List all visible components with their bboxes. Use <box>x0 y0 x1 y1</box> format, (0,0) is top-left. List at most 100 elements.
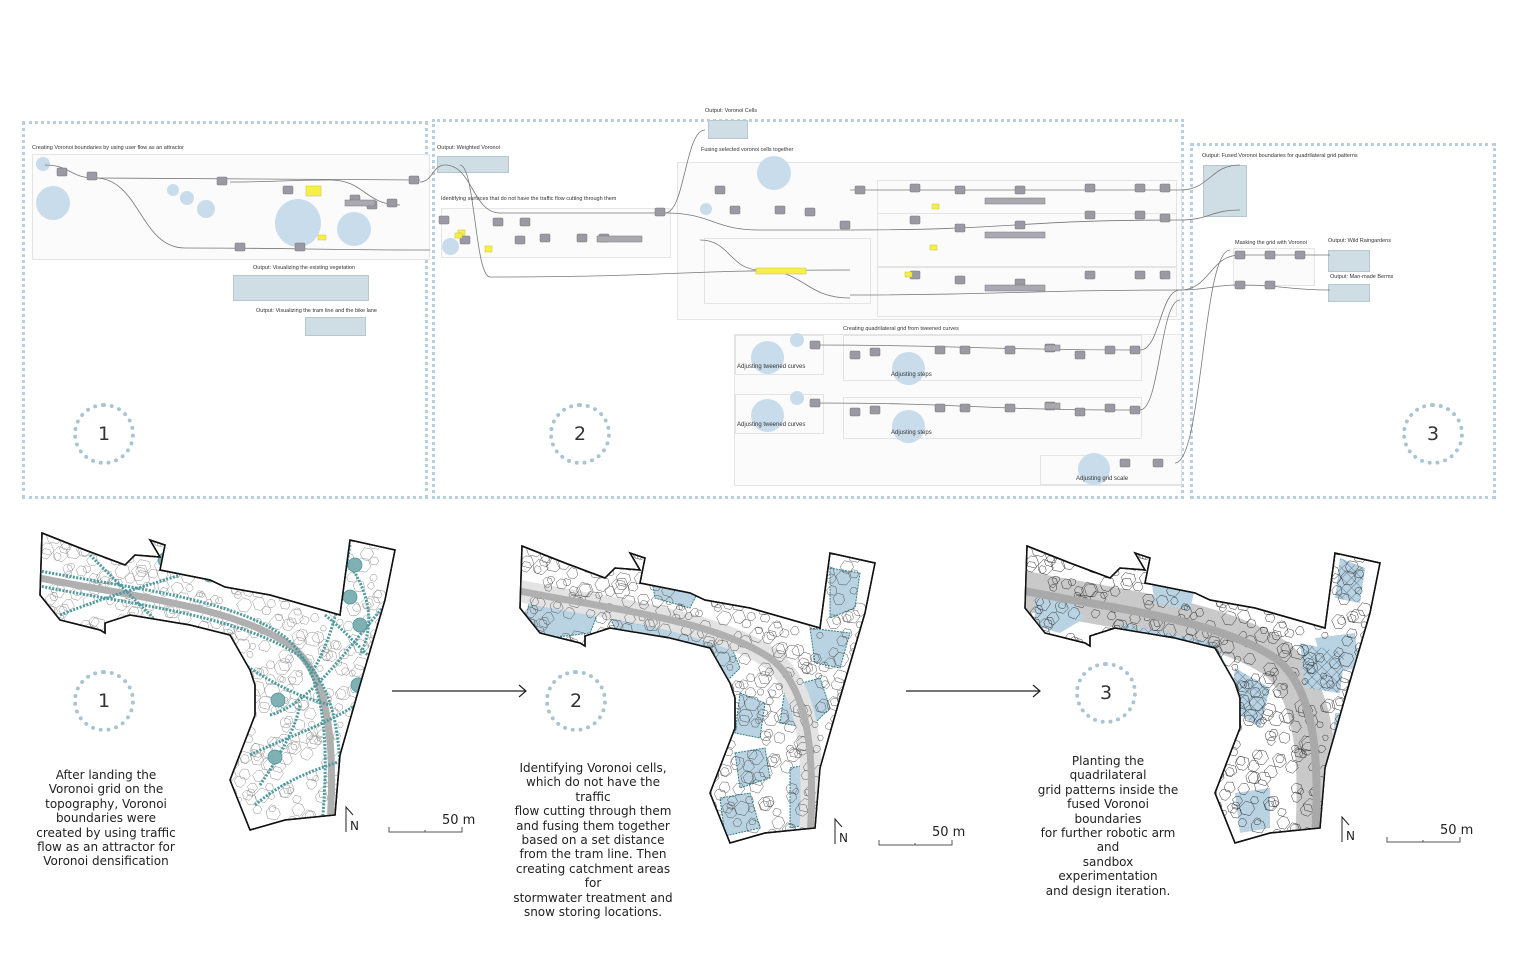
voronoi-cell <box>673 605 688 619</box>
voronoi-cell <box>227 565 236 574</box>
voronoi-cell <box>172 533 182 541</box>
voronoi-cell <box>777 712 789 724</box>
voronoi-cell <box>1121 546 1132 554</box>
voronoi-cell <box>694 732 702 740</box>
voronoi-cell <box>1239 800 1255 816</box>
voronoi-cell <box>707 578 716 587</box>
voronoi-cell <box>1041 683 1056 698</box>
voronoi-cell <box>139 759 150 770</box>
voronoi-cell <box>830 677 845 691</box>
voronoi-cell <box>198 702 209 713</box>
subgroup-manmade-berms <box>877 213 1177 267</box>
voronoi-cell <box>84 656 97 668</box>
voronoi-cell <box>695 609 704 618</box>
voronoi-cell <box>1346 628 1358 639</box>
voronoi-cell <box>817 734 824 741</box>
voronoi-cell <box>656 576 663 584</box>
voronoi-cell <box>60 786 74 800</box>
voronoi-cell <box>687 706 696 715</box>
voronoi-cell <box>590 727 601 737</box>
output-voronoi-cells[interactable] <box>708 120 748 139</box>
voronoi-cell <box>746 594 758 605</box>
voronoi-cell <box>135 565 149 578</box>
output-tram-bike[interactable] <box>305 317 366 336</box>
voronoi-cell <box>327 578 339 589</box>
voronoi-cell <box>197 778 205 786</box>
voronoi-cell <box>116 632 130 644</box>
voronoi-cell <box>1182 577 1197 591</box>
label-adjusting-tweened-2: Adjusting tweened curves <box>737 422 806 428</box>
voronoi-cell <box>714 639 730 654</box>
voronoi-cell <box>1031 774 1039 781</box>
voronoi-cell <box>1348 546 1358 554</box>
voronoi-cell <box>1343 747 1359 762</box>
voronoi-cell <box>645 754 658 767</box>
voronoi-cell <box>738 679 749 689</box>
voronoi-cell <box>75 773 88 785</box>
voronoi-cell <box>1121 572 1137 587</box>
voronoi-cell <box>56 796 72 811</box>
voronoi-cell <box>225 685 237 697</box>
voronoi-cell <box>1069 669 1082 681</box>
voronoi-cell <box>1043 617 1055 628</box>
voronoi-cell <box>228 732 237 742</box>
voronoi-cell <box>597 809 605 816</box>
voronoi-cell <box>612 546 621 553</box>
output-wild-raingardens[interactable] <box>1328 250 1370 272</box>
voronoi-cell <box>550 758 566 774</box>
voronoi-cell <box>99 661 113 675</box>
vegetation-circle <box>187 562 203 578</box>
voronoi-cell <box>353 712 370 728</box>
voronoi-cell <box>45 757 56 769</box>
step-number: 1 <box>97 690 111 712</box>
voronoi-cell <box>74 767 89 782</box>
voronoi-cell <box>314 737 322 745</box>
voronoi-cell <box>1291 595 1303 607</box>
voronoi-cell <box>1042 763 1050 770</box>
yellow-panel <box>317 234 327 241</box>
voronoi-cell <box>1120 729 1132 742</box>
component-node <box>216 176 228 186</box>
voronoi-cell <box>47 811 58 822</box>
voronoi-cell <box>70 725 81 736</box>
voronoi-cell <box>273 659 290 676</box>
voronoi-cell <box>1282 546 1297 557</box>
voronoi-cell <box>94 536 110 551</box>
voronoi-cell <box>746 611 756 621</box>
voronoi-cell <box>1218 574 1227 584</box>
voronoi-cell <box>660 823 671 834</box>
step-number: 3 <box>1426 423 1440 445</box>
voronoi-cell <box>1130 680 1140 690</box>
output-weighted-voronoi[interactable] <box>437 156 509 173</box>
voronoi-cell <box>146 629 162 645</box>
voronoi-cell <box>737 714 751 726</box>
voronoi-cell <box>305 631 321 647</box>
voronoi-cell <box>1222 728 1230 735</box>
voronoi-cell <box>816 698 831 714</box>
voronoi-cell <box>1088 663 1101 676</box>
output-existing-vegetation[interactable] <box>233 275 369 301</box>
voronoi-cell <box>854 746 868 760</box>
group-title-output-tram-bike: Output: Visualizing the tram line and th… <box>256 308 377 314</box>
voronoi-cell <box>774 588 783 596</box>
voronoi-cell <box>562 578 572 586</box>
voronoi-cell <box>574 810 591 826</box>
voronoi-cell <box>1235 756 1246 766</box>
voronoi-cell <box>1299 750 1307 758</box>
voronoi-cell <box>185 701 195 711</box>
voronoi-cell <box>591 707 607 722</box>
output-fused-voronoi[interactable] <box>1203 165 1247 217</box>
arrow-right-icon <box>906 684 1041 698</box>
output-manmade-berms[interactable] <box>1328 284 1370 302</box>
voronoi-cell <box>579 674 593 688</box>
voronoi-cell <box>720 685 730 695</box>
voronoi-cell <box>1170 597 1179 605</box>
voronoi-cell <box>1155 803 1169 816</box>
voronoi-cell <box>566 807 574 816</box>
voronoi-cell <box>1131 642 1147 658</box>
voronoi-cell <box>1043 687 1054 698</box>
voronoi-cell <box>705 698 717 710</box>
workflow-panel-2 <box>432 119 1184 499</box>
component-node <box>86 171 98 181</box>
voronoi-cell <box>1251 749 1263 760</box>
